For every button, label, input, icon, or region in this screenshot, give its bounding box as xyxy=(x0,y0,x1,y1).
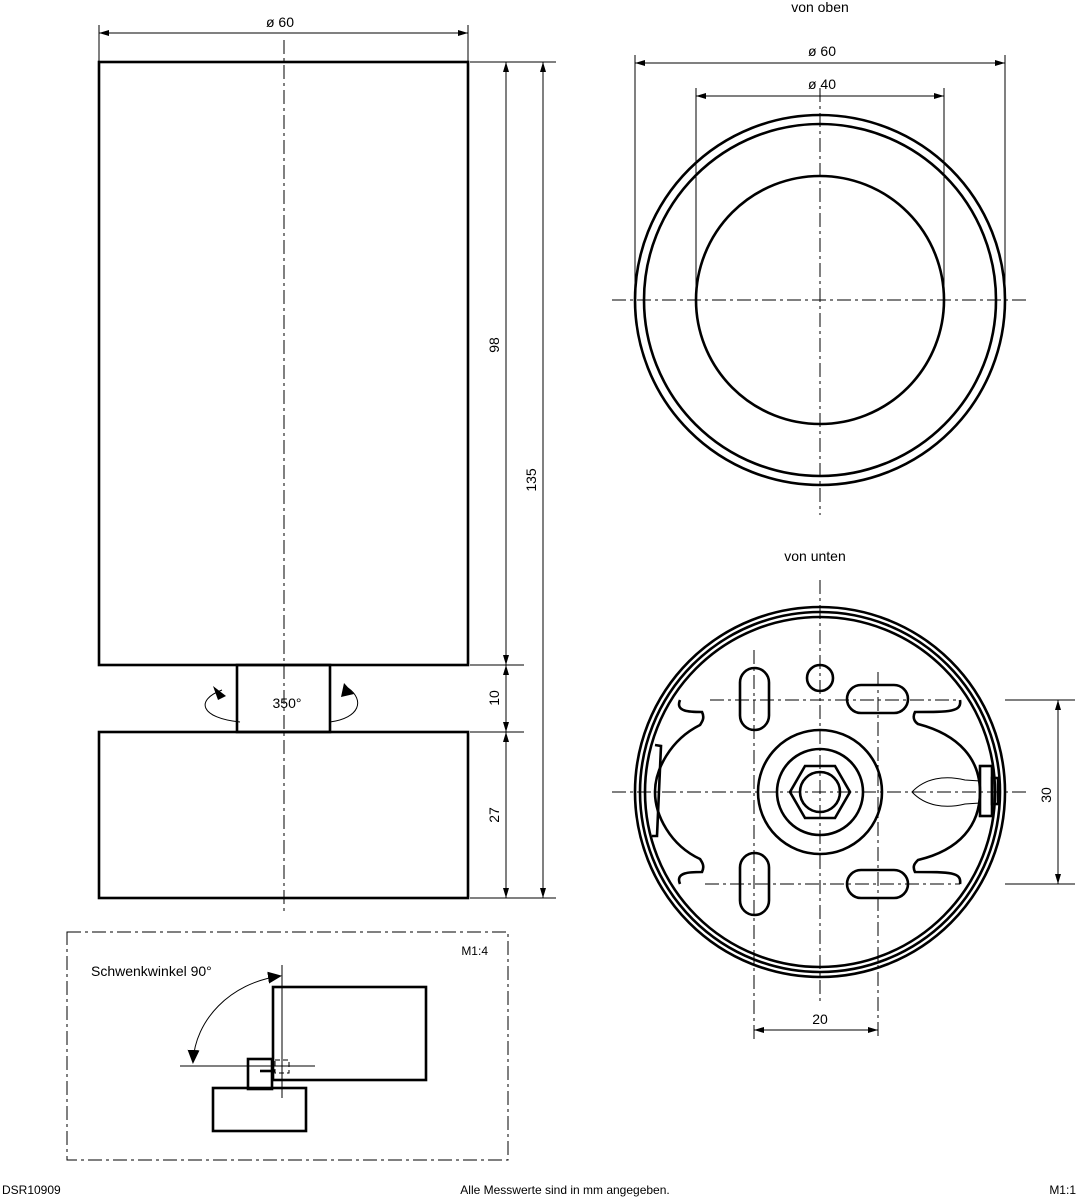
base xyxy=(97,730,470,900)
drawing-id: DSR10909 xyxy=(2,1183,61,1197)
drawing-scale: M1:1 xyxy=(1049,1183,1076,1197)
dim-inner: ø 40 xyxy=(808,76,836,92)
rotation-label: 350° xyxy=(273,695,302,711)
dim-neck-height: 10 xyxy=(486,690,502,706)
bottom-view: von unten 30 20 xyxy=(612,548,1075,1040)
dim-vertical: 30 xyxy=(1038,787,1054,803)
dim-base-height: 27 xyxy=(486,807,502,823)
screw-icon xyxy=(911,777,981,807)
top-view-title: von oben xyxy=(791,0,849,15)
dim-total-height: 135 xyxy=(523,468,539,492)
side-view: ø 60 98 10 27 135 350° xyxy=(97,14,556,915)
dim-outer: ø 60 xyxy=(808,43,836,59)
bottom-view-title: von unten xyxy=(784,548,846,564)
dim-horizontal: 20 xyxy=(812,1011,828,1027)
top-view: von oben ø 60 ø 40 xyxy=(612,0,1030,515)
inset-title: Schwenkwinkel 90° xyxy=(91,963,212,979)
dim-head-height: 98 xyxy=(486,337,502,353)
rotation-arrow-icon xyxy=(204,687,359,723)
inset-scale: M1:4 xyxy=(461,944,488,958)
units-note: Alle Messwerte sind in mm angegeben. xyxy=(460,1183,669,1197)
dim-diameter: ø 60 xyxy=(266,14,294,30)
swivel-arrow-icon xyxy=(187,971,282,1064)
swivel-inset: M1:4 Schwenkwinkel 90° xyxy=(66,931,509,1161)
